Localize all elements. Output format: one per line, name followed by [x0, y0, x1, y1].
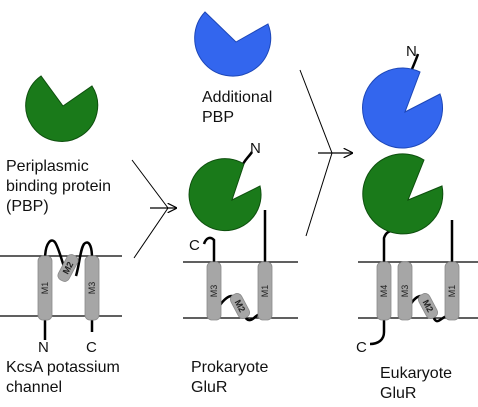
additional-pbp-label-line-1: Additional — [202, 89, 273, 106]
pbp-green-shape — [25, 75, 99, 142]
prokaryote-helix-m3: M3 — [206, 261, 222, 321]
additional-pbp-blue-shape — [194, 11, 272, 77]
kcsa-helix-m2: M2 — [57, 254, 79, 282]
prokaryote-n-terminus: N — [250, 140, 261, 157]
kcsa-m1-m2-loop — [43, 239, 68, 273]
eukaryote-helix-m1: M1 — [444, 261, 460, 321]
kcsa-m3-label: M3 — [87, 282, 97, 295]
pbp-label-line-2: binding protein — [6, 178, 111, 195]
eukaryote-m1-label: M1 — [447, 285, 457, 298]
eukaryote-pbp-blue — [362, 67, 443, 149]
eukaryote-m4-label: M4 — [379, 285, 389, 298]
kcsa-label-line-1: KcsA potassium — [6, 359, 120, 376]
arrow-to-prokaryote — [131, 159, 169, 259]
prokaryote-helix-m1: M1 — [257, 261, 273, 321]
eukaryote-helix-m3: M3 — [397, 261, 413, 321]
eukaryote-m3-label: M3 — [400, 285, 410, 298]
prokaryote-m1-label: M1 — [260, 285, 270, 298]
additional-pbp-label: Additional PBP — [202, 88, 272, 128]
additional-pbp-label-line-2: PBP — [202, 109, 235, 126]
eukaryote-c-terminus: C — [356, 339, 367, 356]
kcsa-c-terminus: C — [86, 339, 97, 356]
pbp-label: Periplasmic binding protein (PBP) — [6, 157, 111, 217]
eukaryote-label-line-2: GluR — [380, 385, 417, 402]
eukaryote-c-tail — [369, 318, 386, 346]
kcsa-helix-m1: M1 — [37, 255, 53, 321]
eukaryote-left-linker — [382, 230, 395, 262]
prokaryote-label-line-2: GluR — [191, 379, 228, 396]
eukaryote-n-terminus: N — [406, 43, 417, 60]
prokaryote-label: Prokaryote GluR — [191, 358, 268, 398]
kcsa-m2-m3-loop — [74, 241, 94, 277]
kcsa-m1-label: M1 — [40, 282, 50, 295]
kcsa-helix-m3: M3 — [84, 255, 100, 321]
prokaryote-label-line-1: Prokaryote — [191, 359, 269, 376]
kcsa-label: KcsA potassium channel — [6, 358, 120, 398]
eukaryote-label: Eukaryote GluR — [380, 364, 452, 404]
kcsa-label-line-2: channel — [6, 379, 63, 396]
eukaryote-helix-m2: M2 — [417, 293, 439, 319]
eukaryote-pbp-green — [362, 153, 444, 235]
pbp-label-line-1: Periplasmic — [6, 158, 89, 175]
eukaryote-label-line-1: Eukaryote — [380, 365, 453, 382]
prokaryote-c-tail — [202, 236, 216, 262]
prokaryote-c-terminus: C — [189, 237, 200, 254]
pbp-label-line-3: (PBP) — [6, 198, 49, 215]
prokaryote-helix-m2: M2 — [229, 293, 251, 319]
kcsa-n-terminus: N — [38, 339, 49, 356]
eukaryote-helix-m4: M4 — [376, 261, 392, 321]
prokaryote-m3-label: M3 — [209, 285, 219, 298]
prokaryote-pbp-green — [188, 158, 262, 232]
